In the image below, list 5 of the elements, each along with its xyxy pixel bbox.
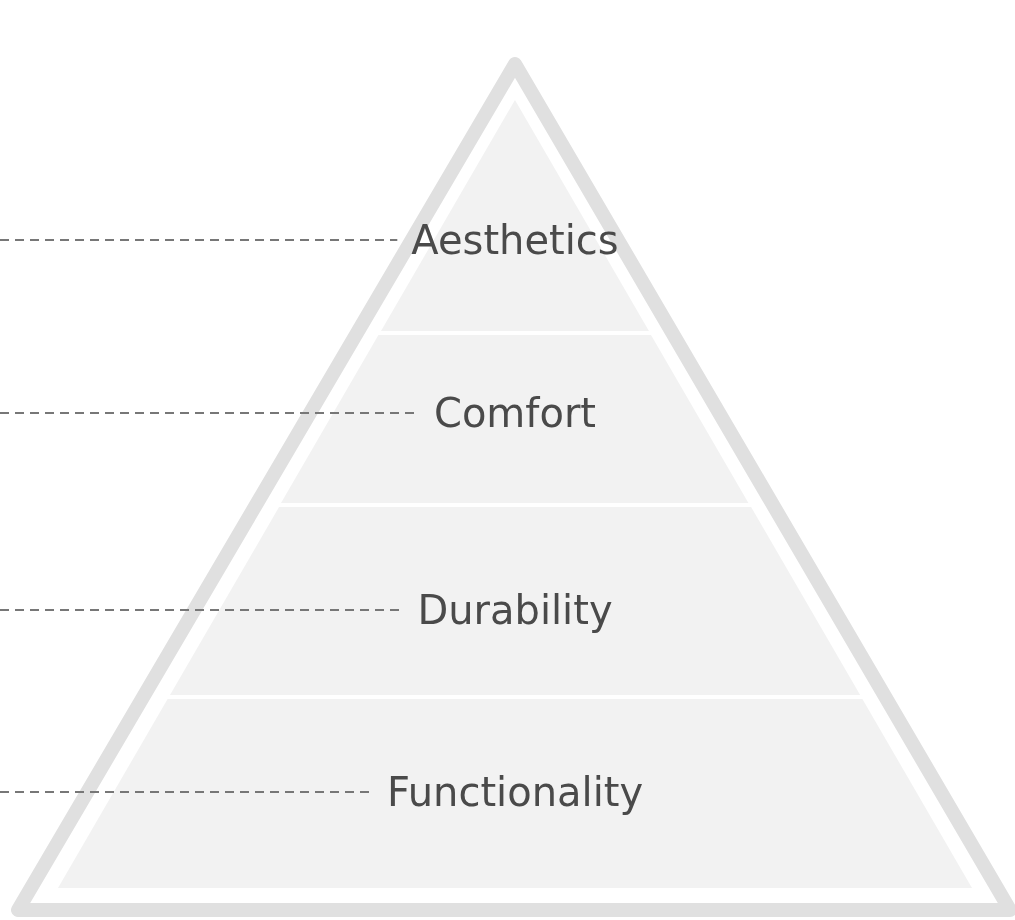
tier-label: Comfort [432, 389, 597, 437]
leader-line [0, 239, 399, 241]
tier-label: Aesthetics [410, 216, 620, 264]
tier-label: Functionality [385, 768, 645, 816]
tier-label: Durability [416, 586, 614, 634]
